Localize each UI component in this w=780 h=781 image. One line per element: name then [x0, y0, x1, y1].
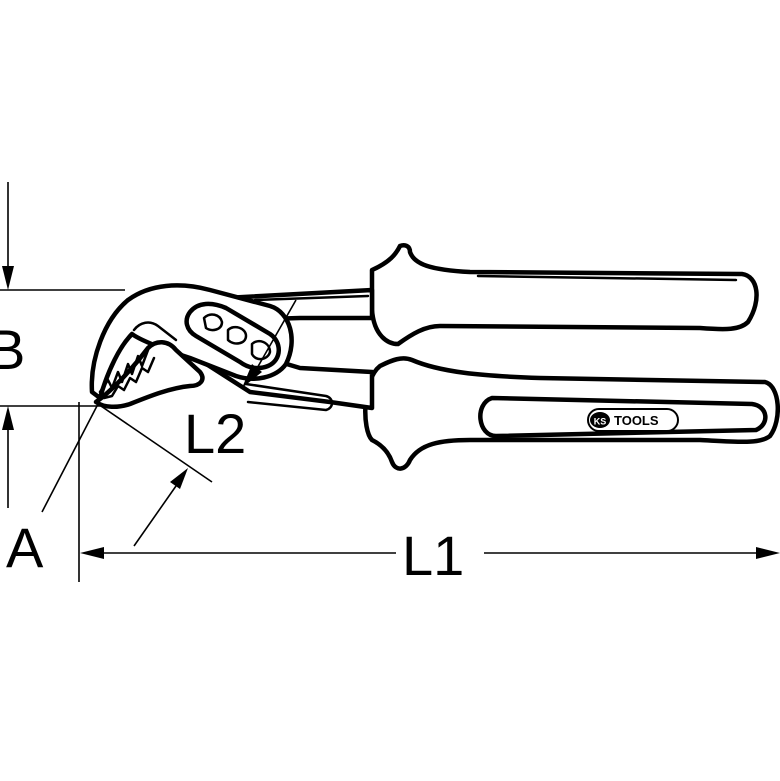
dimension-label-b: B	[0, 318, 25, 381]
slot-rivet-1	[202, 313, 224, 332]
slot-rivet-3	[250, 340, 272, 361]
dimension-lines	[0, 182, 780, 582]
jaw-teeth	[98, 348, 150, 394]
upper-handle-grip	[369, 243, 759, 347]
l1-left-arrowhead	[80, 547, 104, 559]
a-arrowhead	[170, 468, 188, 489]
upper-jaw	[89, 283, 294, 401]
slot-rivet-2	[226, 325, 248, 345]
dimension-label-l1: L1	[402, 524, 464, 587]
dimension-labels: B L2 A L1	[0, 318, 464, 587]
a-leader-line	[41, 403, 99, 513]
dimension-label-a: A	[6, 516, 44, 579]
a-arrow-line	[133, 485, 177, 547]
dimension-label-l2: L2	[184, 402, 246, 465]
upper-shaft-line	[253, 294, 370, 302]
upper-handle-inner-line	[476, 274, 738, 282]
jaw-teeth-lower	[102, 356, 156, 400]
lower-shaft-slot	[244, 382, 334, 412]
jaw-gap	[132, 321, 178, 342]
l2-arrowhead	[242, 364, 262, 388]
a-jaw-reference-line	[97, 403, 213, 483]
l2-leader-line	[255, 299, 297, 371]
logo-tools-text: TOOLS	[614, 413, 659, 428]
pliers-illustration	[89, 243, 780, 471]
b-lower-arrowhead	[2, 406, 14, 430]
l1-right-arrowhead	[756, 547, 780, 559]
b-upper-arrowhead	[2, 266, 14, 290]
adjustment-slot	[184, 301, 281, 371]
logo-ks-text: KS	[594, 417, 607, 427]
ks-tools-logo: KS TOOLS	[587, 408, 679, 432]
